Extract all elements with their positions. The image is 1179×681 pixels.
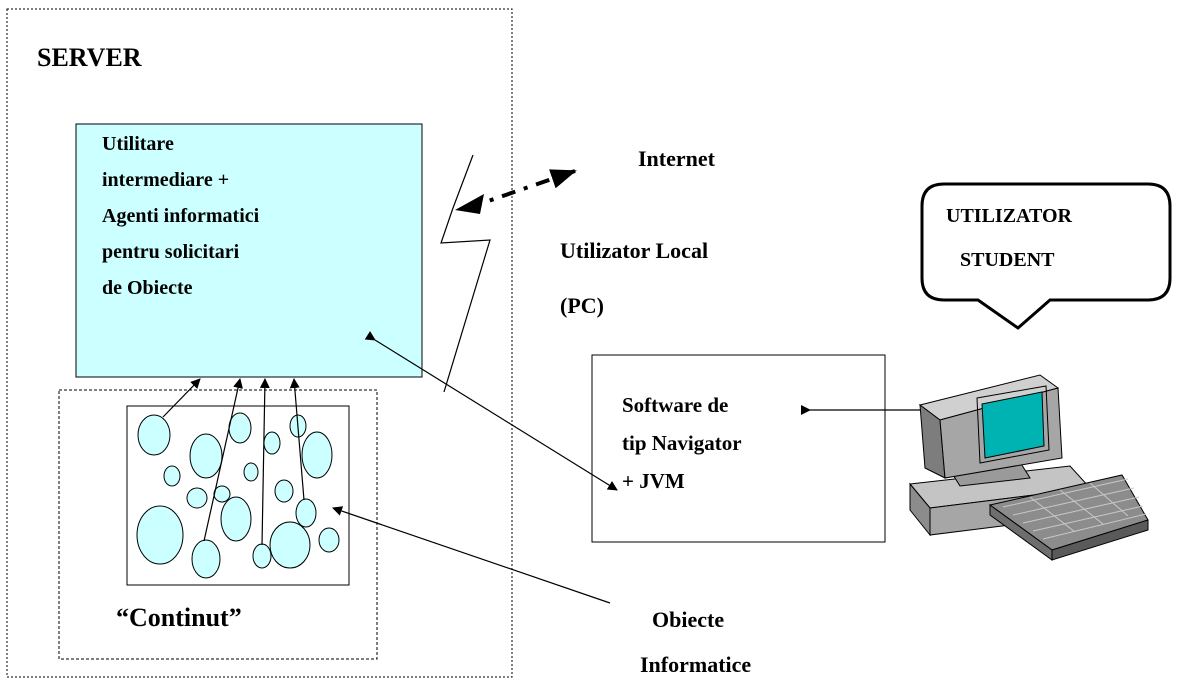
object-bubble <box>269 521 311 569</box>
middleware-browser-arrow <box>364 331 618 491</box>
middleware-line: intermediare + <box>102 169 230 191</box>
internet-arrowhead-back <box>455 194 484 214</box>
server-boundary <box>6 8 513 678</box>
middleware-line: Agenti informatici <box>102 205 260 227</box>
object-bubble <box>220 496 252 542</box>
browser-line: tip Navigator <box>622 431 742 455</box>
content-label: “Continut” <box>116 603 242 632</box>
arrow <box>203 378 243 542</box>
browser-text: Software de tip Navigator + JVM <box>622 386 742 500</box>
object-request-arrows <box>162 378 305 546</box>
local-user-pc-label: (PC) <box>560 293 604 318</box>
speech-bubble-icon <box>920 182 1172 330</box>
object-bubble <box>274 479 294 503</box>
internet-arrow <box>467 169 577 210</box>
local-user-label: Utilizator Local <box>560 238 709 263</box>
objects-label-2: Informatice <box>640 652 752 677</box>
object-bubble <box>137 414 171 456</box>
object-bubble <box>301 431 333 479</box>
object-bubble <box>318 527 340 553</box>
object-bubble <box>189 433 223 479</box>
object-bubble <box>263 431 281 455</box>
middleware-box <box>75 123 423 378</box>
bubble-line-2: STUDENT <box>960 249 1055 271</box>
desktop-computer-icon <box>909 374 1149 561</box>
middleware-line: Utilitare <box>102 133 174 155</box>
browser-line: Software de <box>622 393 729 417</box>
middleware-line: de Obiecte <box>102 277 193 299</box>
object-bubble <box>243 462 259 482</box>
object-bubble <box>136 505 184 565</box>
information-objects <box>136 412 340 579</box>
arrow <box>162 378 201 418</box>
objects-label: Obiecte <box>652 607 725 632</box>
bubble-line-1: UTILIZATOR <box>946 205 1072 227</box>
middleware-line: pentru solicitari <box>102 241 240 263</box>
browser-box <box>591 354 886 543</box>
object-bubble <box>186 487 208 509</box>
content-boundary <box>58 389 378 660</box>
arrow <box>289 378 305 501</box>
object-bubble <box>252 543 272 569</box>
object-bubble <box>228 412 252 444</box>
browser-line: + JVM <box>622 469 685 493</box>
object-bubble <box>213 485 231 503</box>
object-bubble <box>295 498 317 528</box>
internet-label: Internet <box>638 146 715 171</box>
object-bubble <box>191 539 221 579</box>
server-title: SERVER <box>37 43 142 72</box>
arrow <box>259 378 270 546</box>
middleware-text: Utilitare intermediare + Agenti informat… <box>102 126 259 306</box>
lightning-bolt-icon <box>440 154 491 393</box>
object-bubble <box>163 465 181 487</box>
objects-content-arrow <box>332 506 611 604</box>
